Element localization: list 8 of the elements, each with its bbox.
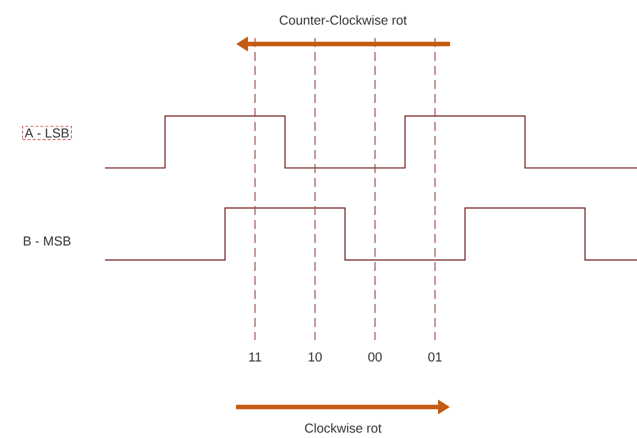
state-code: 11 [249, 352, 262, 362]
signal-label: B - MSB [24, 236, 70, 246]
signal-label: A - LSB [22, 126, 72, 140]
direction-label: Counter-Clockwise rot [280, 15, 407, 25]
state-code: 01 [428, 352, 442, 362]
state-code: 10 [308, 352, 322, 362]
direction-label: Clockwise rot [305, 423, 382, 433]
state-code: 00 [368, 352, 382, 362]
